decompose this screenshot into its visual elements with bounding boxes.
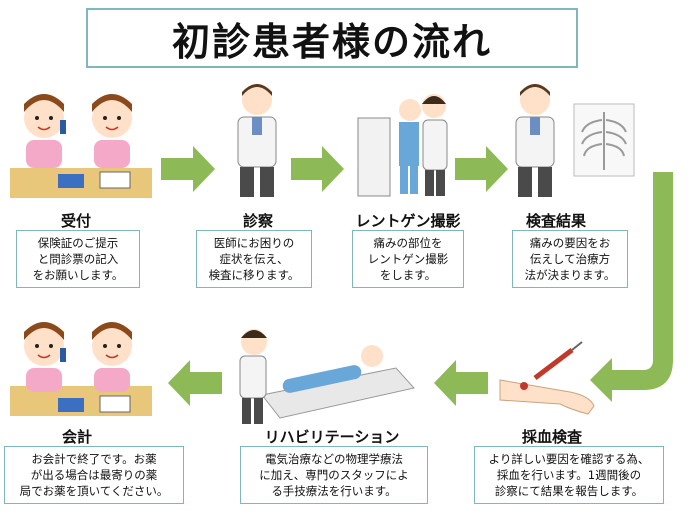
step-desc-xray: 痛みの部位を レントゲン撮影 をします。	[352, 230, 464, 288]
rehab-illustration	[239, 329, 415, 424]
desc-line: 症状を伝え、	[219, 252, 289, 266]
step-desc-consultation: 医師にお困りの 症状を伝え、 検査に移ります。	[196, 230, 312, 288]
step-desc-payment: お会計で終了です。お薬 が出る場合は最寄りの薬 局でお薬を頂いてください。	[4, 446, 184, 504]
step-desc-blood-test: より詳しい要因を確認する為、 採血を行います。1週間後の 診察にて結果を報告しま…	[474, 446, 664, 504]
arrow-left-2	[168, 360, 222, 406]
desc-line: お会計で終了です。お薬	[31, 452, 157, 466]
flow-arrows	[161, 146, 673, 406]
arrow-down-turn	[590, 172, 673, 402]
desc-line: 医師にお困りの	[213, 236, 295, 250]
reception-illustration	[10, 94, 152, 198]
step-label-consultation: 診察	[242, 212, 273, 230]
results-illustration	[515, 84, 635, 197]
desc-line: 痛みの要因をお	[529, 236, 611, 250]
xray-illustration	[357, 94, 448, 197]
arrow-right-1	[161, 146, 215, 192]
step-desc-reception: 保険証のご提示 と問診票の記入 をお願いします。	[16, 230, 140, 288]
desc-line: 採血を行います。1週間後の	[496, 468, 642, 482]
arrow-right-2	[291, 146, 344, 192]
doctor-illustration	[237, 84, 277, 197]
payment-illustration	[10, 322, 152, 416]
desc-line: と問診票の記入	[37, 252, 119, 266]
desc-line: 電気治療などの物理学療法	[265, 452, 403, 466]
desc-line: をお願いします。	[32, 268, 124, 282]
page-title: 初診患者様の流れ	[171, 19, 492, 64]
desc-line: 痛みの部位を	[373, 236, 443, 250]
desc-line: 検査に移ります。	[208, 268, 300, 282]
step-desc-results: 痛みの要因をお 伝えして治療方 法が決まります。	[512, 230, 628, 288]
desc-line: に加え、専門のスタッフによ	[259, 468, 409, 482]
desc-line: 局でお薬を頂いてください。	[19, 484, 169, 498]
step-label-xray: レントゲン撮影	[355, 212, 461, 230]
desc-line: る手技療法を行います。	[271, 484, 397, 498]
step-label-blood-test: 採血検査	[521, 428, 582, 446]
desc-line: 法が決まります。	[524, 268, 616, 282]
desc-line: 診察にて結果を報告します。	[494, 484, 644, 498]
desc-line: 保険証のご提示	[37, 236, 119, 250]
desc-line: より詳しい要因を確認する為、	[488, 452, 650, 466]
step-label-results: 検査結果	[525, 212, 586, 230]
step-label-rehabilitation: リハビリテーション	[264, 428, 400, 446]
desc-line: 伝えして治療方	[529, 252, 611, 266]
desc-line: が出る場合は最寄りの薬	[30, 468, 158, 482]
blood-test-illustration	[499, 341, 595, 415]
step-desc-rehabilitation: 電気治療などの物理学療法 に加え、専門のスタッフによ る手技療法を行います。	[240, 446, 428, 504]
arrow-right-3	[455, 146, 508, 192]
step-label-payment: 会計	[61, 428, 92, 446]
step-label-reception: 受付	[60, 212, 91, 230]
arrow-left-1	[434, 360, 488, 406]
desc-line: レントゲン撮影	[367, 252, 449, 266]
desc-line: をします。	[379, 268, 437, 282]
title-box: 初診患者様の流れ	[86, 8, 578, 68]
